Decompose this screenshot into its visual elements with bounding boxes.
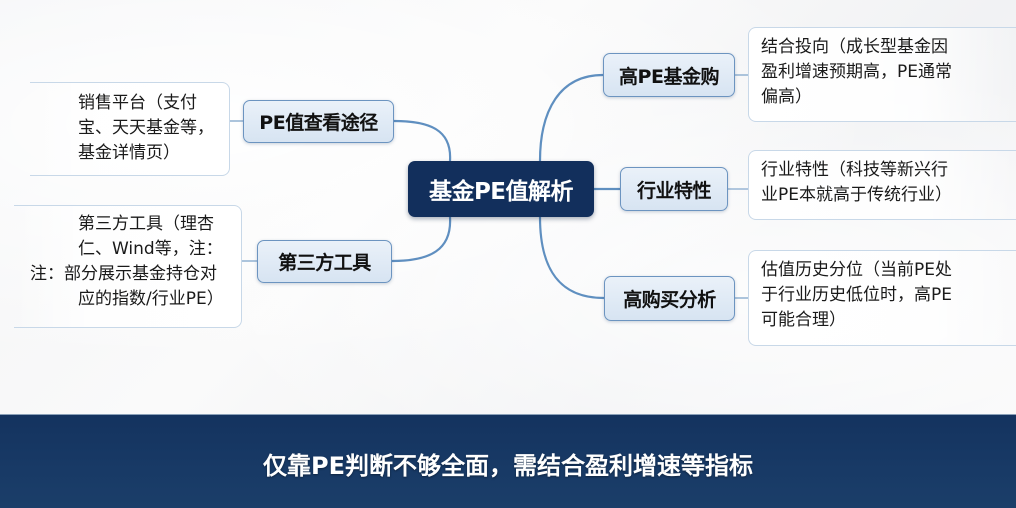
branch-node-pe-view-channels[interactable]: PE值查看途径: [243, 100, 394, 143]
leaf-text-line: 结合投向（成长型基金因: [761, 37, 948, 57]
leaf-text-line: 可能合理）: [761, 310, 846, 330]
mindmap-canvas: 基金PE值解析 PE值查看途径 销售平台（支付 宝、天天基金等， 基金详情页） …: [0, 0, 1016, 414]
leaf-text-line: 估值历史分位（当前PE处: [761, 260, 952, 280]
leaf-node-investment-direction[interactable]: 结合投向（成长型基金因 盈利增速预期高，PE通常 偏高）: [748, 27, 1016, 122]
connector-center-to-pe-channels: [393, 119, 452, 162]
branch-node-third-party-tools[interactable]: 第三方工具: [257, 240, 392, 283]
leaf-text-line: 仁、Wind等，注：: [78, 239, 223, 259]
summary-banner-text: 仅靠PE判断不够全面，需结合盈利增速等指标: [263, 452, 753, 480]
branch-node-industry-traits[interactable]: 行业特性: [620, 167, 728, 211]
branch-node-high-pe-fund[interactable]: 高PE基金购: [603, 53, 735, 97]
leaf-text-line: 业PE本就高于传统行业）: [761, 185, 952, 205]
branch-label: PE值查看途径: [259, 112, 378, 134]
connector-center-to-high-buy: [538, 216, 605, 300]
leaf-text-line: 宝、天天基金等，: [78, 118, 214, 138]
leaf-node-sales-platform[interactable]: 销售平台（支付 宝、天天基金等， 基金详情页）: [30, 82, 230, 176]
leaf-text-line: 第三方工具（理杏: [78, 214, 214, 234]
branch-label: 行业特性: [636, 179, 712, 202]
leaf-node-valuation-percentile[interactable]: 估值历史分位（当前PE处 于行业历史低位时，高PE 可能合理）: [748, 250, 1016, 346]
central-topic-label: 基金PE值解析: [428, 179, 574, 205]
leaf-text-line: 应的指数/行业PE）: [78, 289, 224, 309]
leaf-text-line: 注：部分展示基金持仓对: [30, 264, 217, 284]
leaf-node-industry-traits[interactable]: 行业特性（科技等新兴行 业PE本就高于传统行业）: [748, 150, 1016, 220]
branch-label: 高购买分析: [623, 289, 716, 311]
leaf-text-line: 偏高）: [761, 87, 812, 107]
connector-center-to-high-pe: [538, 73, 604, 162]
branch-node-high-buy-analysis[interactable]: 高购买分析: [604, 276, 735, 321]
leaf-text-line: 基金详情页）: [78, 143, 180, 163]
leaf-text-line: 盈利增速预期高，PE通常: [761, 62, 952, 82]
connector-lines: [230, 73, 748, 300]
summary-banner: 仅靠PE判断不够全面，需结合盈利增速等指标: [0, 414, 1016, 508]
branch-label: 第三方工具: [278, 252, 371, 274]
central-topic-node[interactable]: 基金PE值解析: [408, 161, 594, 217]
leaf-text-line: 行业特性（科技等新兴行: [761, 160, 948, 180]
leaf-text-line: 于行业历史低位时，高PE: [761, 285, 952, 305]
leaf-node-third-party-tools[interactable]: 第三方工具（理杏 仁、Wind等，注： 注：部分展示基金持仓对 应的指数/行业P…: [14, 205, 242, 328]
leaf-text-line: 销售平台（支付: [78, 93, 197, 113]
branch-label: 高PE基金购: [619, 65, 719, 88]
connector-center-to-third-party: [391, 216, 452, 263]
